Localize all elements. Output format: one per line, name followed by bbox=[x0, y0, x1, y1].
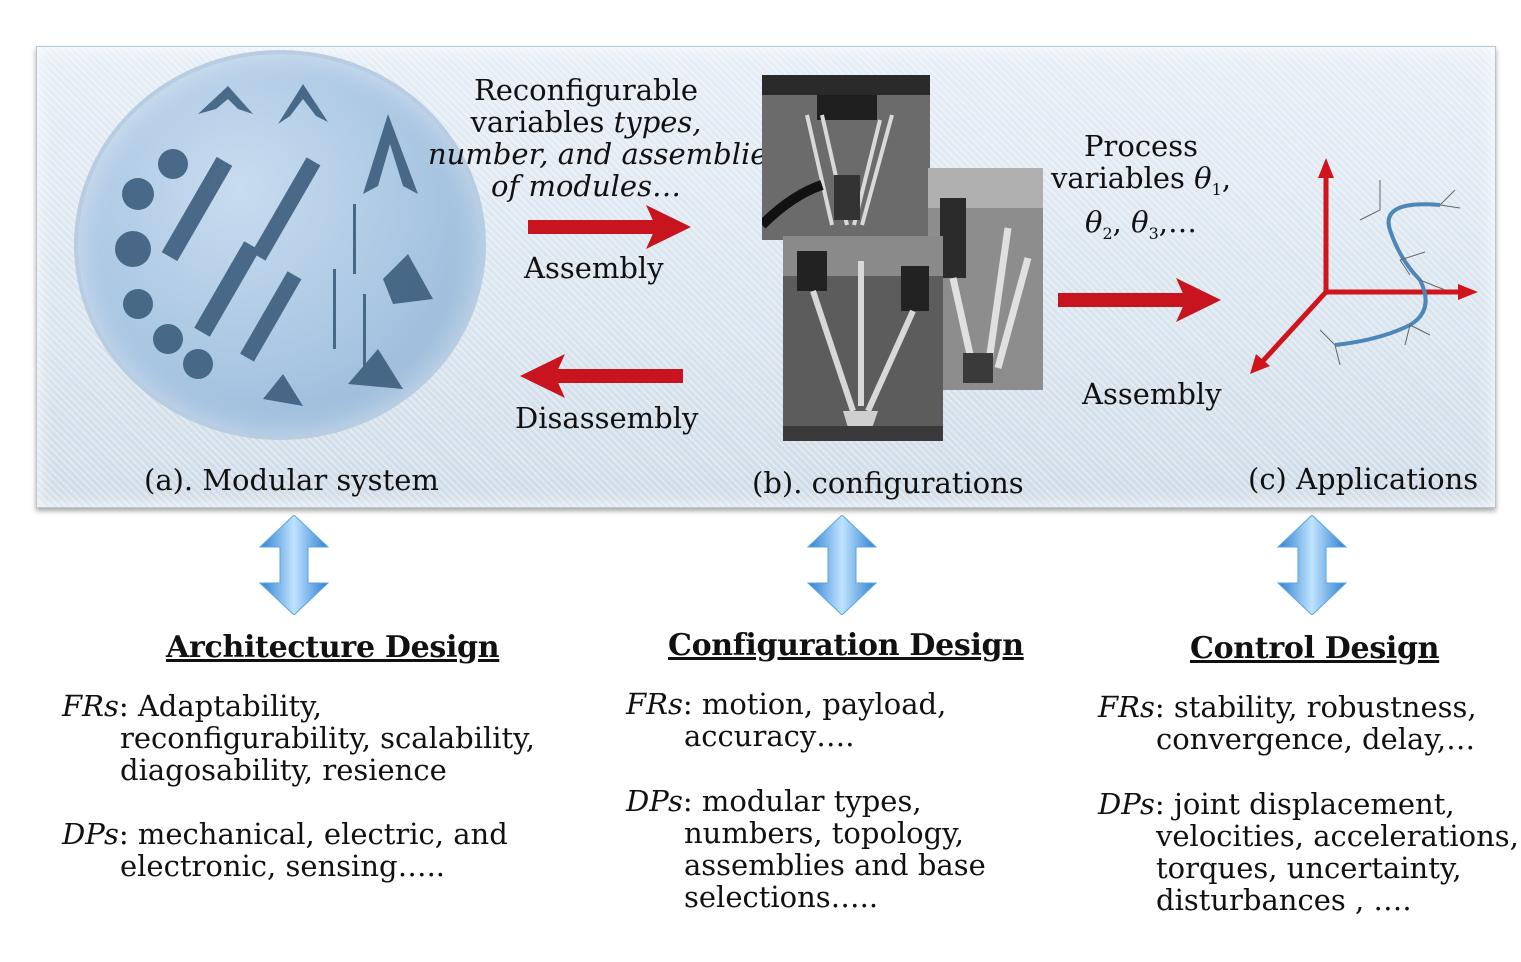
photo-robot-1 bbox=[762, 75, 930, 240]
double-arrow-configuration bbox=[806, 515, 878, 615]
reconfig-line-2: variables types, bbox=[470, 105, 702, 139]
configuration-frs: FRs: motion, payload, accuracy…. bbox=[626, 687, 947, 753]
assembly-label-right: Assembly bbox=[1082, 377, 1222, 411]
architecture-frs: FRs: Adaptability, reconfigurability, sc… bbox=[62, 689, 535, 787]
photo-robot-3 bbox=[783, 236, 943, 441]
architecture-dps: DPs: mechanical, electric, and electroni… bbox=[62, 817, 508, 883]
trajectory-axes-illustration bbox=[1250, 158, 1478, 374]
assembly-arrow-right bbox=[528, 205, 691, 249]
label-configurations: (b). configurations bbox=[752, 466, 1024, 500]
double-arrow-architecture bbox=[258, 515, 330, 615]
photo-robot-2 bbox=[928, 168, 1043, 390]
disassembly-arrow-left bbox=[520, 354, 683, 398]
control-frs: FRs: stability, robustness, convergence,… bbox=[1098, 690, 1477, 756]
label-applications: (c) Applications bbox=[1248, 462, 1479, 496]
module-parts-illustration bbox=[115, 84, 433, 406]
reconfig-line-1: Reconfigurable bbox=[473, 73, 699, 107]
process-line-2: variables θ1, bbox=[1050, 161, 1232, 199]
process-line-3: θ2, θ3,… bbox=[1085, 204, 1197, 243]
assembly-label-top: Assembly bbox=[524, 251, 664, 285]
control-dps: DPs: joint displacement, velocities, acc… bbox=[1098, 787, 1519, 917]
reconfigurable-variables-text: Reconfigurable variables types, number, … bbox=[428, 73, 783, 203]
heading-architecture-design: Architecture Design bbox=[166, 630, 500, 665]
disassembly-label: Disassembly bbox=[515, 401, 699, 435]
application-arrow-right bbox=[1058, 278, 1221, 322]
heading-control-design: Control Design bbox=[1190, 631, 1440, 666]
label-modular-system: (a). Modular system bbox=[144, 463, 439, 497]
double-arrow-control bbox=[1276, 515, 1348, 615]
reconfig-line-3: number, and assemblies bbox=[428, 137, 783, 171]
configuration-dps: DPs: modular types, numbers, topology, a… bbox=[626, 784, 986, 914]
reconfig-line-4: of modules… bbox=[491, 169, 681, 203]
modular-system-circle bbox=[74, 50, 486, 440]
heading-configuration-design: Configuration Design bbox=[668, 628, 1024, 663]
process-line-1: Process bbox=[1083, 129, 1198, 163]
process-variables-text: Process variables θ1, θ2, θ3,… bbox=[1048, 130, 1234, 250]
